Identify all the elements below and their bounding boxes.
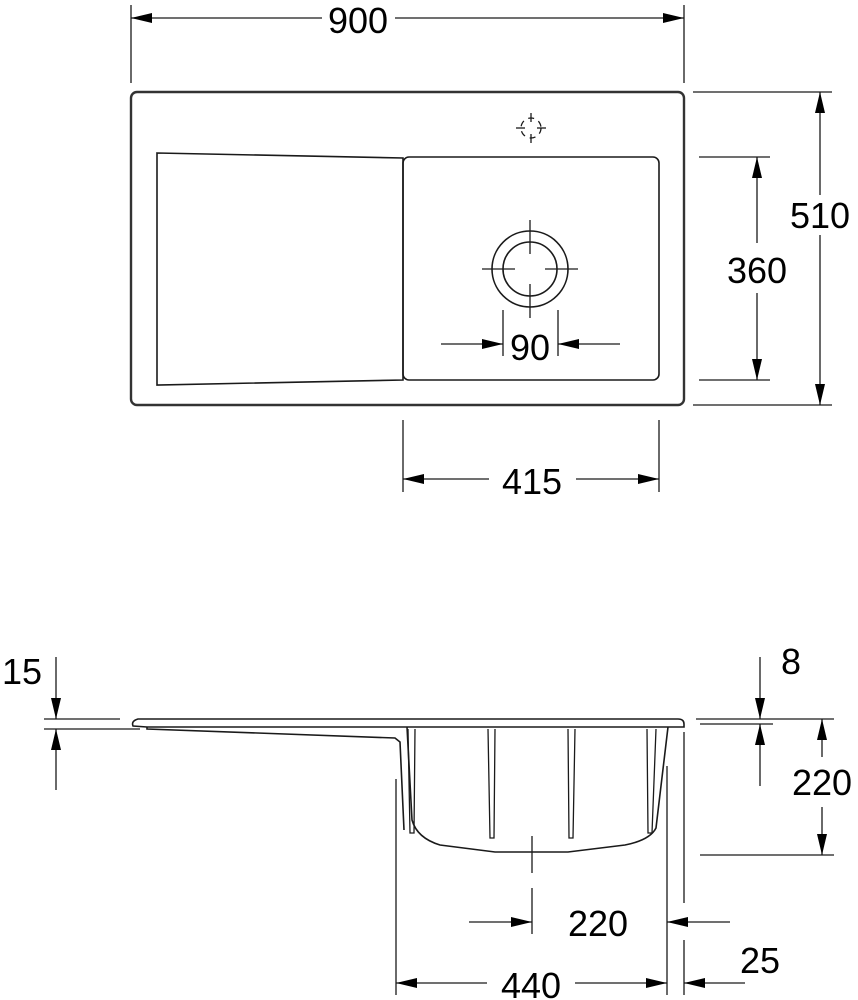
bowl-height-label: 220 (792, 762, 852, 803)
sink-outline (129, 90, 686, 407)
dimension-bowl-rim: 8 (696, 641, 834, 786)
dimension-bowl-outer-width: 440 (396, 965, 667, 1000)
top-view: 900 (129, 0, 850, 502)
drainer-area (156, 152, 404, 386)
tap-hole-icon (516, 113, 546, 143)
drain-offset-label: 220 (568, 903, 628, 944)
dimension-bowl-depth: 360 (699, 156, 787, 381)
drainer-underside (146, 727, 405, 831)
bowl-width-label: 415 (502, 461, 562, 502)
bowl-outer-width-label: 440 (501, 965, 561, 1000)
overall-depth-label: 510 (790, 195, 850, 236)
dimension-drainer-rim: 15 (2, 651, 140, 790)
dimension-bowl-height: 220 (700, 719, 852, 856)
drainer-rim-label: 15 (2, 651, 42, 692)
dimension-drain-offset: 220 (469, 903, 730, 944)
drain-diameter-label: 90 (510, 327, 550, 368)
bowl-rim-label: 8 (781, 641, 801, 682)
dimension-overall-width: 900 (130, 0, 685, 83)
overall-width-label: 900 (328, 0, 388, 41)
dimension-bowl-width: 415 (402, 420, 660, 502)
dimension-drain-diameter: 90 (441, 310, 620, 368)
bowl-outline (402, 156, 660, 381)
drain-icon (482, 220, 578, 318)
side-view: 15 8 (2, 641, 852, 1000)
bowl-body (406, 726, 669, 853)
bowl-depth-label: 360 (727, 250, 787, 291)
bowl-ribs (407, 728, 657, 839)
rim-slab (131, 718, 685, 728)
dimension-rim-overhang: 25 (684, 940, 780, 988)
rim-overhang-label: 25 (740, 940, 780, 981)
dimension-overall-depth: 510 (693, 91, 850, 406)
